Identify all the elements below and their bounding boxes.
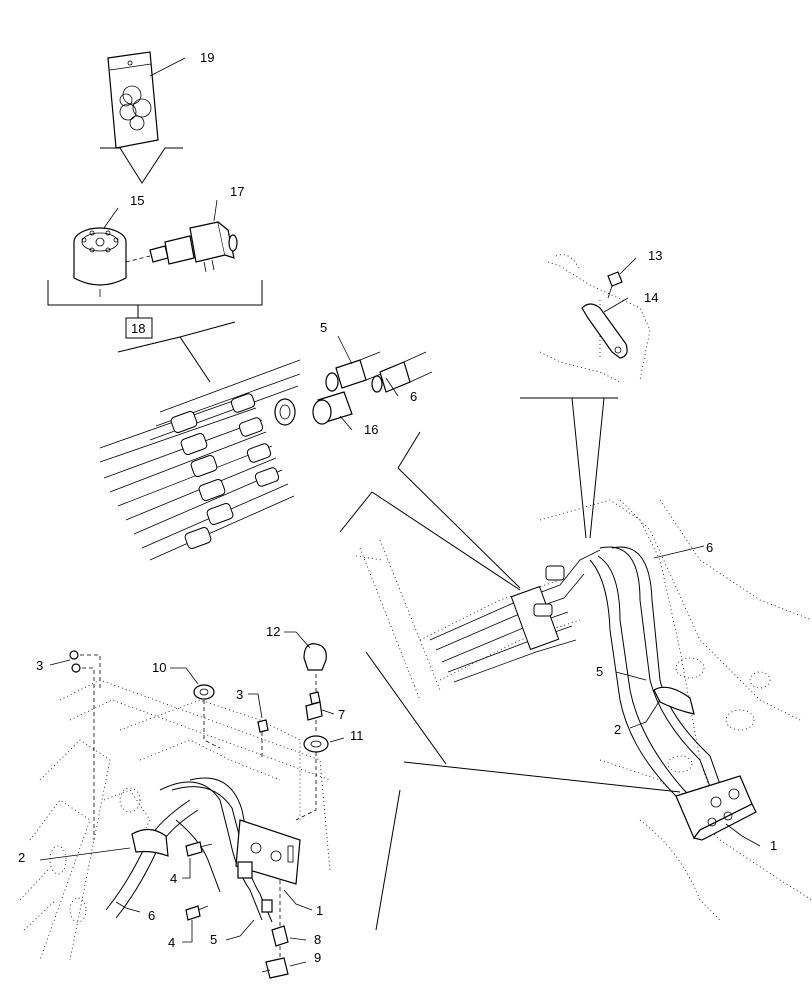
connector-lower-2 — [261, 899, 273, 913]
loader-frame-right — [355, 499, 812, 921]
callout-8: 8 — [314, 932, 321, 947]
bracket-1-right — [675, 775, 757, 841]
screw-13 — [607, 271, 623, 299]
callout-17: 17 — [230, 184, 244, 199]
callout-5-right: 5 — [596, 664, 603, 679]
callout-1-lower: 1 — [316, 903, 323, 918]
callout-4-upper: 4 — [170, 871, 177, 886]
cap-fitting-16 — [312, 391, 353, 425]
callout-6-lower: 6 — [148, 908, 155, 923]
bolt-4-upper — [185, 841, 213, 857]
valve-block-right — [429, 549, 601, 683]
callout-3-middle: 3 — [236, 687, 243, 702]
valve-body — [73, 227, 151, 297]
callout-2-right: 2 — [614, 722, 621, 737]
callout-15: 15 — [130, 193, 144, 208]
callout-14: 14 — [644, 290, 658, 305]
callout-9: 9 — [314, 950, 321, 965]
callout-12: 12 — [266, 624, 280, 639]
callout-3-left: 3 — [36, 658, 43, 673]
lower-frame — [19, 679, 331, 961]
callout-6-right: 6 — [706, 540, 713, 555]
hose-fitting-6 — [371, 351, 433, 393]
callout-5-lower: 5 — [210, 932, 217, 947]
bolt-4-lower — [185, 905, 209, 921]
washer-11 — [295, 735, 329, 821]
callout-19: 19 — [200, 50, 214, 65]
seal-kit-bag — [107, 51, 159, 149]
clamp-14 — [581, 303, 628, 359]
connector-lower — [237, 861, 253, 879]
callout-5-top: 5 — [320, 320, 327, 335]
screws-3-left — [69, 650, 101, 840]
callout-4-lower: 4 — [168, 935, 175, 950]
clip-2-right — [653, 686, 695, 715]
screw-3-middle — [257, 719, 269, 760]
callout-2-lower: 2 — [18, 850, 25, 865]
callout-1-right: 1 — [770, 838, 777, 853]
callout-7: 7 — [338, 707, 345, 722]
fitting-9 — [261, 957, 289, 979]
hose-fitting-5 — [325, 351, 387, 392]
fitting-8 — [271, 880, 289, 960]
solenoid-valve — [149, 221, 238, 273]
callout-10: 10 — [152, 660, 166, 675]
callout-box-18 — [125, 317, 153, 339]
hose-bundle-detail — [99, 359, 301, 561]
callout-6-top: 6 — [410, 389, 417, 404]
callout-16: 16 — [364, 422, 378, 437]
hoses-5-6-right — [589, 546, 723, 807]
callout-18: 18 — [131, 321, 145, 336]
callout-11: 11 — [350, 728, 364, 743]
clip-2-lower — [131, 828, 169, 857]
callout-13: 13 — [648, 248, 662, 263]
fitting-7 — [305, 674, 323, 732]
cap-12 — [303, 643, 327, 671]
washer-10 — [193, 684, 221, 749]
